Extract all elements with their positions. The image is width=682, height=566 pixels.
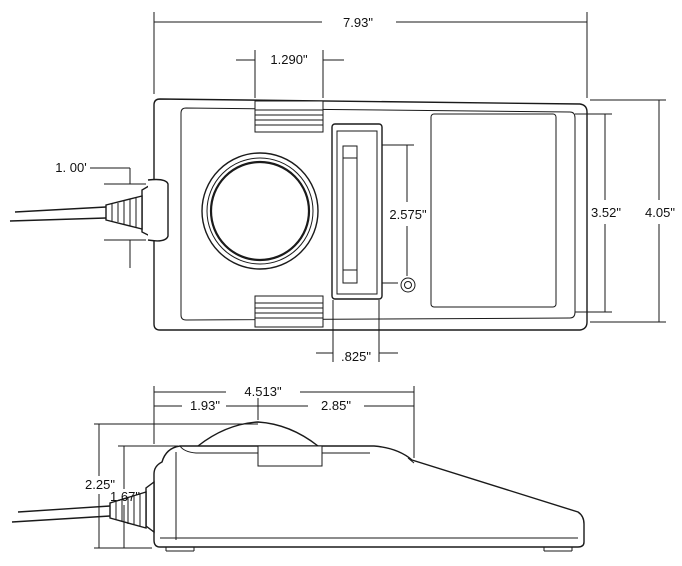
side-view — [11, 421, 585, 552]
wrist-rest-pad — [430, 113, 557, 308]
trackball-inner-ring — [206, 157, 314, 265]
scroll-slot — [331, 123, 383, 300]
top-cord-assembly — [9, 178, 169, 242]
dim-cord-strain-relief: 1. 00' — [55, 160, 86, 175]
side-body — [153, 445, 585, 548]
side-trackball-dome — [197, 421, 319, 447]
dim-overall-length: 7.93" — [343, 15, 373, 30]
dim-overall-height: 2.25" — [85, 477, 115, 492]
side-top-contour — [179, 445, 370, 454]
top-button-upper — [254, 100, 324, 133]
side-button-block — [257, 445, 323, 467]
dim-ball-front-offset: 1.93" — [190, 398, 220, 413]
top-view — [9, 98, 588, 331]
dim-button-width: 1.290" — [270, 52, 308, 67]
dim-overall-width: 4.05" — [645, 205, 675, 220]
dim-slot-height: 2.575" — [389, 207, 427, 222]
small-round-button — [400, 277, 416, 293]
top-view-dimensions: 7.93" 1.290" 1. 00' 2.575" 3.52" 4.05" — [55, 12, 675, 364]
top-button-lower — [254, 295, 324, 328]
top-inner-panel — [180, 107, 576, 321]
dim-inner-height: 3.52" — [591, 205, 621, 220]
dim-body-height: 1.67" — [110, 489, 140, 504]
side-view-dimensions: 4.513" 1.93" 2.85" 2.25" 1.67" — [85, 384, 415, 549]
small-round-button-inner — [404, 281, 412, 289]
dim-side-length: 4.513" — [244, 384, 282, 399]
dim-ball-rear-offset: 2.85" — [321, 398, 351, 413]
dim-slot-width: .825" — [341, 349, 371, 364]
trackball-outer-ring — [201, 152, 319, 270]
side-cord-assembly — [11, 480, 155, 534]
trackball — [209, 160, 311, 262]
